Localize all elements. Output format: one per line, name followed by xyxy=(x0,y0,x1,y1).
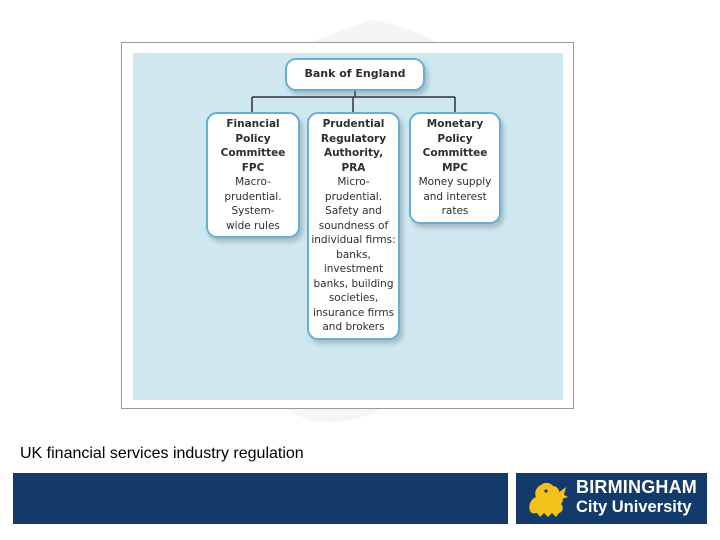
node-fpc-description: Macro- prudential. System- wide rules xyxy=(224,176,282,232)
node-mpc-title: Monetary Policy Committee MPC xyxy=(422,118,488,174)
logo-text-line-1: BIRMINGHAM xyxy=(576,477,697,497)
slide-caption: UK financial services industry regulatio… xyxy=(20,445,304,462)
node-pra: Prudential Regulatory Authority, PRA Mic… xyxy=(307,112,400,340)
node-mpc: Monetary Policy Committee MPC Money supp… xyxy=(409,112,501,224)
logo-text-line-2: City University xyxy=(576,498,692,516)
node-fpc-title: Financial Policy Committee FPC xyxy=(220,118,286,174)
node-pra-description: Micro- prudential. Safety and soundness … xyxy=(311,176,396,333)
node-mpc-description: Money supply and interest rates xyxy=(418,176,492,217)
node-pra-title: Prudential Regulatory Authority, PRA xyxy=(320,118,387,174)
lion-crest-icon xyxy=(529,482,568,517)
footer-bar xyxy=(13,473,508,524)
node-bank-of-england: Bank of England xyxy=(285,58,425,91)
node-fpc: Financial Policy Committee FPC Macro- pr… xyxy=(206,112,300,238)
